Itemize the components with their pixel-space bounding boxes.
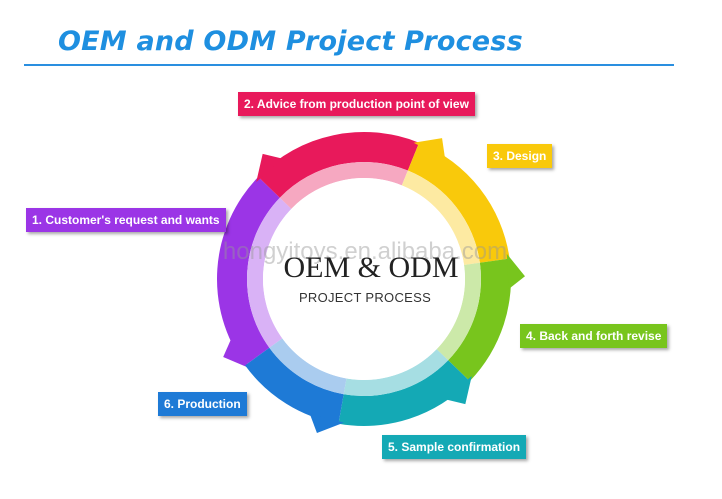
ring-segment-1: [217, 176, 280, 366]
page-title: OEM and ODM Project Process: [58, 26, 523, 57]
ring-segment-3: [407, 142, 510, 263]
ring-inner-band-2: [279, 162, 408, 209]
ring-segment-5: [338, 360, 470, 427]
step-1-label: 1. Customer's request and wants: [26, 208, 226, 232]
ring-arrow-5: [445, 376, 472, 405]
ring-segment-4: [448, 258, 511, 382]
title-underline: [24, 64, 674, 66]
watermark: hongyitoys.en.alibaba.com: [222, 238, 508, 265]
ring-arrow-6: [309, 413, 344, 433]
ring-segment-6: [245, 347, 344, 424]
ring-arrow-4: [506, 253, 525, 290]
ring-segment-2: [258, 132, 420, 198]
step-3-label: 3. Design: [487, 144, 553, 168]
ring-inner-band-1: [247, 197, 292, 348]
step-4-label: 4. Back and forth revise: [520, 324, 668, 348]
step-2-label: 2. Advice from production point of view: [238, 92, 475, 116]
ring-inner-band-3: [401, 170, 480, 265]
ring-inner-band-6: [269, 338, 347, 395]
ring-arrow-2: [256, 153, 283, 182]
step-5-label: 5. Sample confirmation: [382, 435, 527, 459]
center-subtitle: PROJECT PROCESS: [298, 290, 432, 305]
ring-arrow-1: [223, 337, 250, 369]
step-6-label: 6. Production: [158, 392, 247, 416]
ring-inner-band-4: [436, 262, 481, 361]
ring-inner-band-5: [343, 349, 449, 396]
center-disc: [263, 178, 465, 380]
ring-arrow-3: [413, 138, 446, 159]
center-title: OEM & ODM: [283, 251, 459, 284]
